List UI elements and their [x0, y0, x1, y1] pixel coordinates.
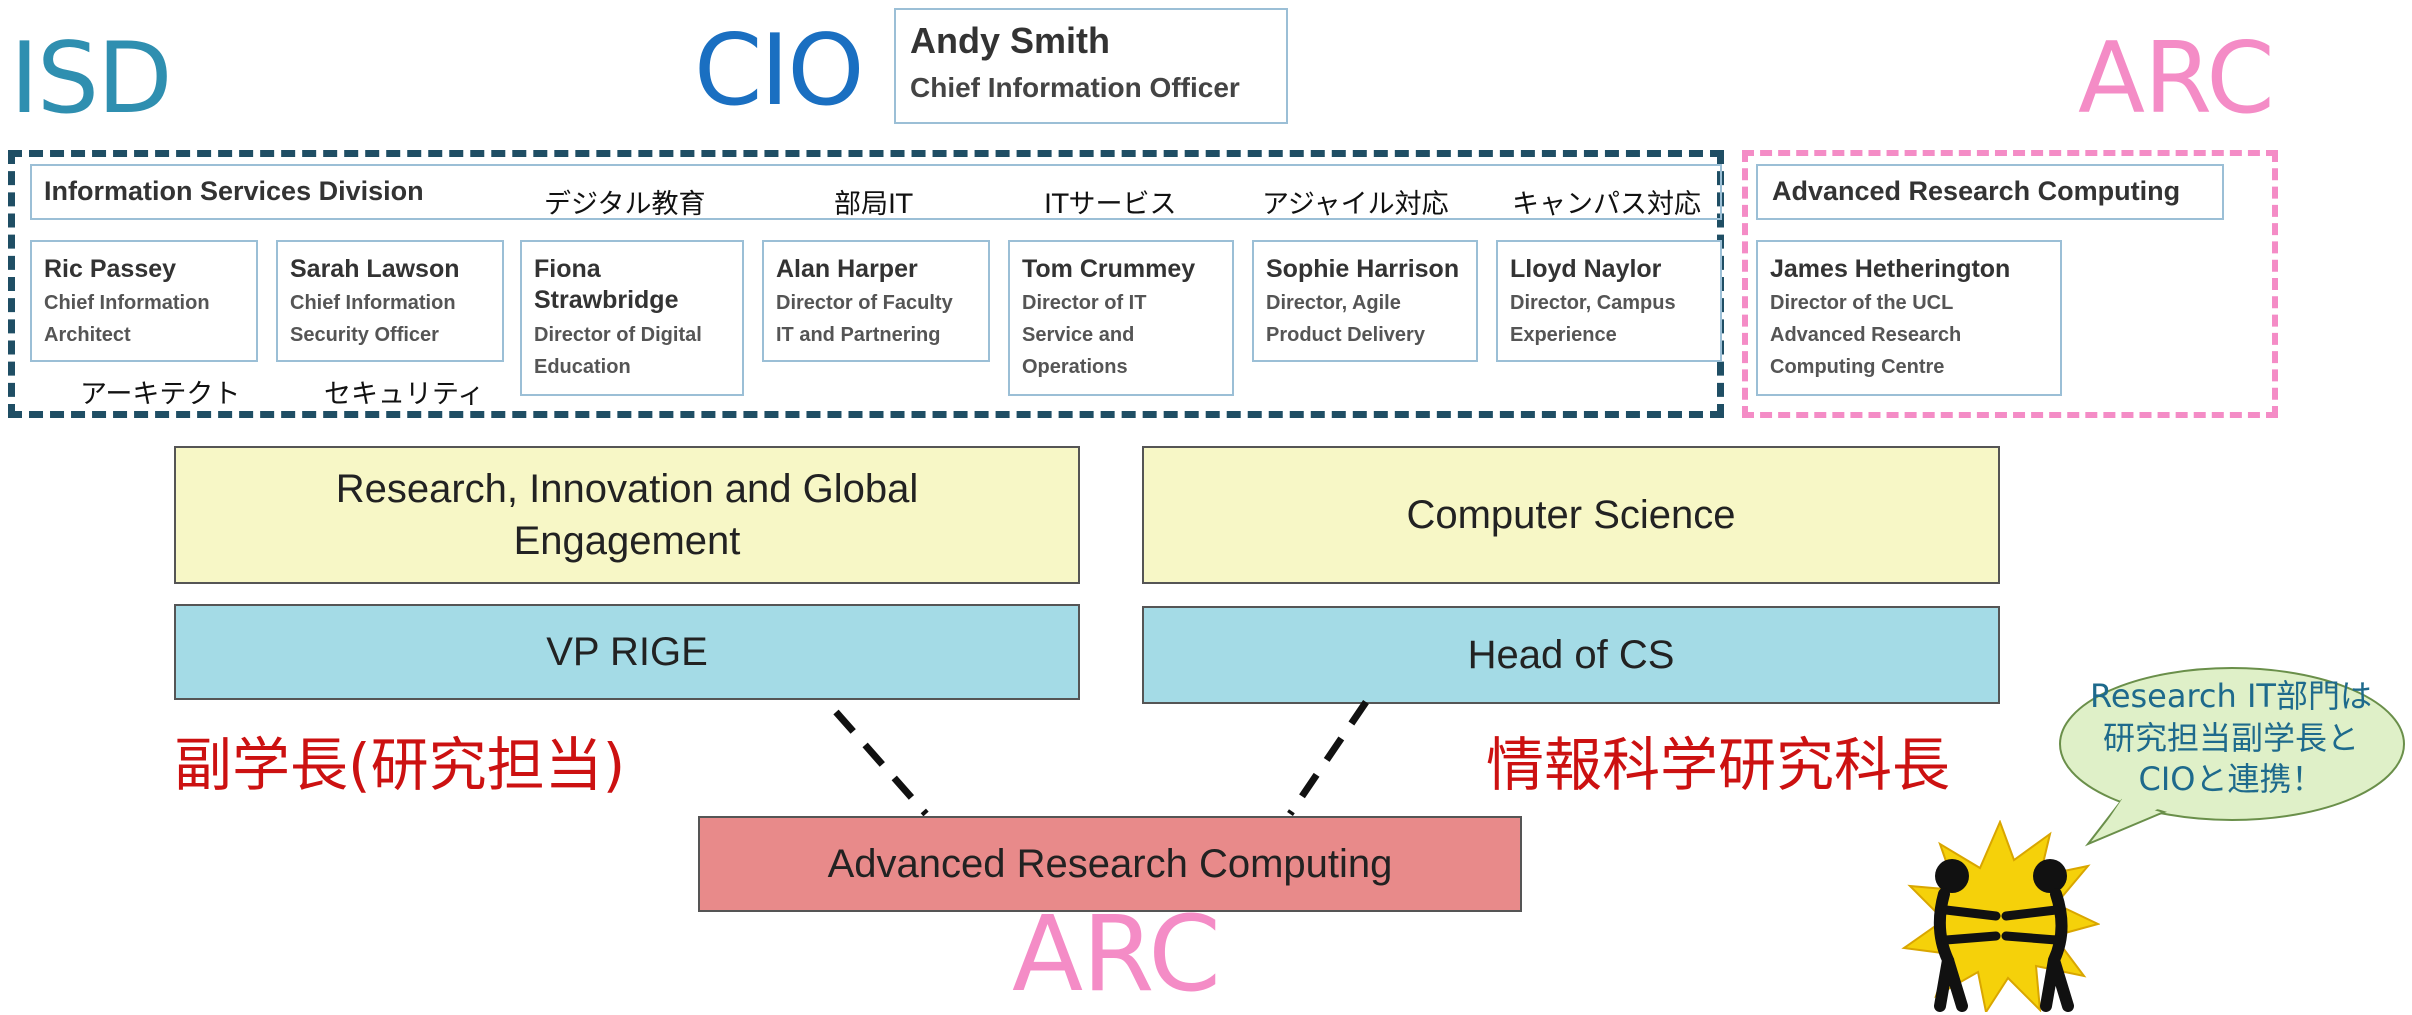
member-name: Sarah Lawson	[290, 255, 460, 283]
vp-rige-jp-label: 副学長(研究担当)	[174, 731, 626, 799]
isd-label: ISD	[10, 22, 173, 136]
jp-tag-digital-education: デジタル教育	[544, 189, 706, 220]
head-of-cs-label: Head of CS	[1467, 632, 1675, 677]
cs-unit-label: Computer Science	[1406, 493, 1736, 537]
vp-rige-box: VP RIGE	[174, 604, 1080, 700]
arc-group-border	[1742, 150, 2278, 418]
jp-caption-architect: アーキテクト	[80, 379, 241, 410]
collaboration-burst-icon	[1901, 820, 2100, 1012]
head-of-cs-jp-label: 情報科学研究科長	[1486, 731, 1951, 799]
member-name: Alan Harper	[776, 255, 918, 283]
jp-tag-agile: アジャイル対応	[1262, 189, 1449, 220]
speech-bubble	[2059, 667, 2405, 847]
connector-right	[1287, 700, 1369, 816]
jp-tag-faculty-it: 部局IT	[834, 189, 913, 220]
cio-title: Chief Information Officer	[910, 72, 1240, 103]
jp-tag-it-service: ITサービス	[1044, 189, 1177, 220]
arc-bottom-label: ARC	[1012, 893, 1221, 1015]
arc-header: Advanced Research Computing	[1756, 164, 2224, 220]
rige-unit-label: Research, Innovation and Global Engageme…	[335, 467, 919, 563]
cio-name: Andy Smith	[910, 20, 1111, 61]
head-of-cs-box: Head of CS	[1142, 606, 2000, 704]
rige-unit-box: Research, Innovation and Global Engageme…	[174, 446, 1080, 584]
member-name: Sophie Harrison	[1266, 255, 1460, 283]
member-name: James Hetherington	[1770, 255, 2011, 283]
arc-box-label: Advanced Research Computing	[827, 841, 1393, 886]
isd-header-title: Information Services Division	[44, 176, 424, 206]
member-name: Lloyd Naylor	[1510, 255, 1662, 283]
cs-unit-box: Computer Science	[1142, 446, 2000, 584]
vp-rige-label: VP RIGE	[546, 629, 708, 674]
isd-header-bar	[30, 164, 1722, 220]
cio-label: CIO	[694, 14, 864, 128]
jp-caption-security: セキュリティ	[324, 379, 485, 410]
callout-text: Research IT部門は 研究担当副学長と CIOと連携！	[2090, 677, 2372, 799]
arc-box: Advanced Research Computing	[698, 816, 1522, 912]
connector-left	[833, 709, 929, 817]
jp-tag-campus: キャンパス対応	[1512, 189, 1701, 220]
member-name: Tom Crummey	[1022, 255, 1196, 283]
member-name: Fiona Strawbridge	[534, 255, 679, 315]
cio-box: Andy Smith Chief Information Officer	[894, 8, 1288, 124]
member-name: Ric Passey	[44, 255, 177, 283]
arc-top-label: ARC	[2078, 22, 2275, 136]
